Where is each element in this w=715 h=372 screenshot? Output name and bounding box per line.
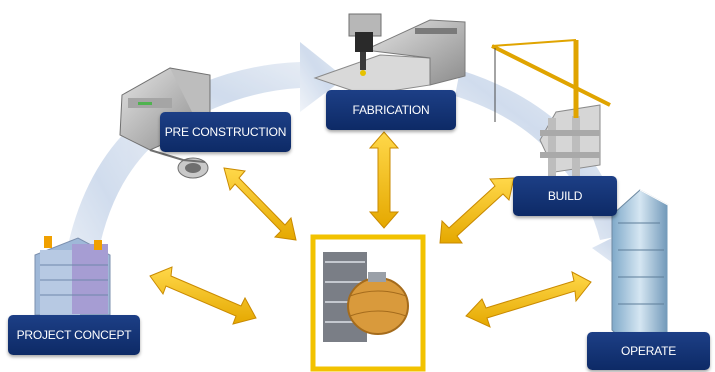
pre-construction-label: PRE CONSTRUCTION — [160, 112, 291, 152]
operate-label: OPERATE — [587, 332, 710, 370]
connector-arrow-project-concept — [149, 266, 257, 325]
project-concept-label: PROJECT CONCEPT — [8, 315, 140, 355]
hvac-duct-icon — [119, 67, 211, 179]
steel-fabrication-icon — [313, 13, 466, 96]
connector-arrow-fabrication — [368, 131, 400, 229]
office-tower-icon — [611, 189, 669, 346]
connector-arrow-operate — [465, 271, 592, 328]
construction-crane-icon — [491, 39, 611, 178]
connector-arrow-pre-construction — [223, 167, 297, 241]
fabrication-label: FABRICATION — [326, 90, 456, 130]
concept-building-icon — [34, 236, 111, 316]
central-bim-model — [310, 234, 426, 372]
build-label: BUILD — [513, 176, 617, 216]
connector-arrow-build — [439, 177, 515, 244]
